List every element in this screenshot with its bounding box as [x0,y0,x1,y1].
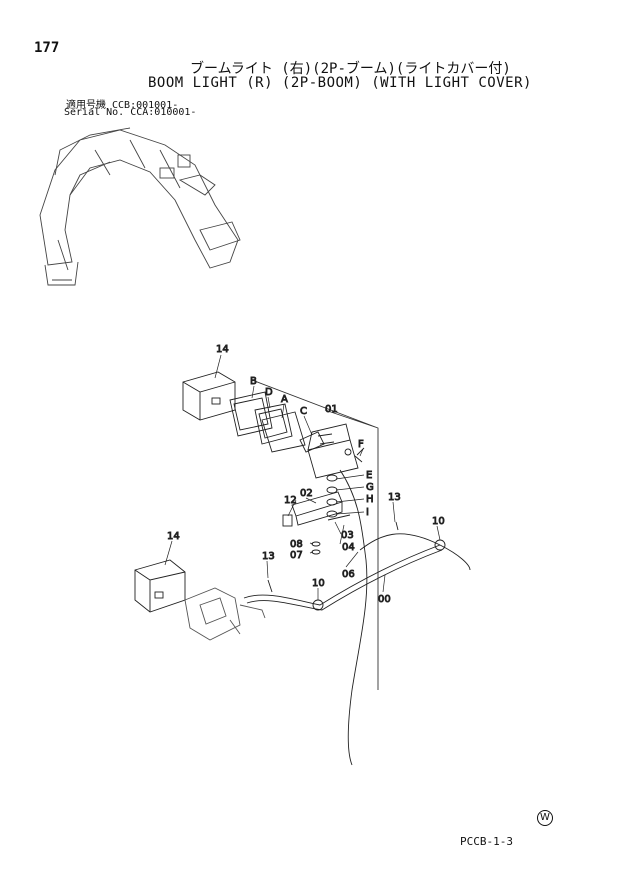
callout-e: E [366,470,372,481]
lamp-rim [261,411,306,453]
callout-03: 03 [341,530,354,541]
callout-04: 04 [342,542,355,553]
w-mark-icon: W [537,810,553,826]
washer [311,541,321,547]
callout-14-lower: 14 [167,531,180,542]
callout-h: H [366,494,374,505]
callout-14: 14 [216,344,229,355]
work-light-lower [184,587,266,641]
bolt [327,514,351,521]
mounting-bracket [291,491,343,526]
lamp-body [307,423,359,479]
callout-12: 12 [284,495,297,506]
excavator-boom-illustration [39,127,241,286]
callout-g: G [366,482,374,493]
lamp-lens [254,403,293,445]
serial-line-en: Serial No. CCA:010001- [64,107,197,118]
callout-01: 01 [325,404,338,415]
footer-code: PCCB-1-3 [460,835,513,848]
callout-c: C [300,406,307,417]
light-cover-upper [182,371,236,421]
callout-00: 00 [378,594,391,605]
lamp-gasket [229,391,273,437]
callout-13: 13 [388,492,401,503]
clip [282,514,293,527]
callout-a: A [281,394,288,405]
light-cover-lower [134,559,186,613]
title-japanese: ブームライト (右)(2P-ブーム)(ライトカバー付) [190,61,511,77]
callout-13-lower: 13 [262,551,275,562]
serial-line-jp: 適用号機 CCB:001001- [66,100,179,111]
callout-10-lower: 10 [312,578,325,589]
wire-harness [243,469,471,766]
callout-08: 08 [290,539,303,550]
callout-f: F [358,439,364,450]
callout-06: 06 [342,569,355,580]
page-number: 177 [34,40,60,56]
title-english: BOOM LIGHT (R) (2P-BOOM) (WITH LIGHT COV… [148,75,532,91]
callout-i: I [366,507,369,518]
callout-07: 07 [290,550,303,561]
callout-02: 02 [300,488,313,499]
callout-b: B [250,376,257,387]
callout-d: D [265,387,273,398]
lamp-bulb [299,431,335,453]
callout-10: 10 [432,516,445,527]
leader-lines [164,354,441,600]
washer [311,549,321,555]
washer-stack [326,474,338,518]
